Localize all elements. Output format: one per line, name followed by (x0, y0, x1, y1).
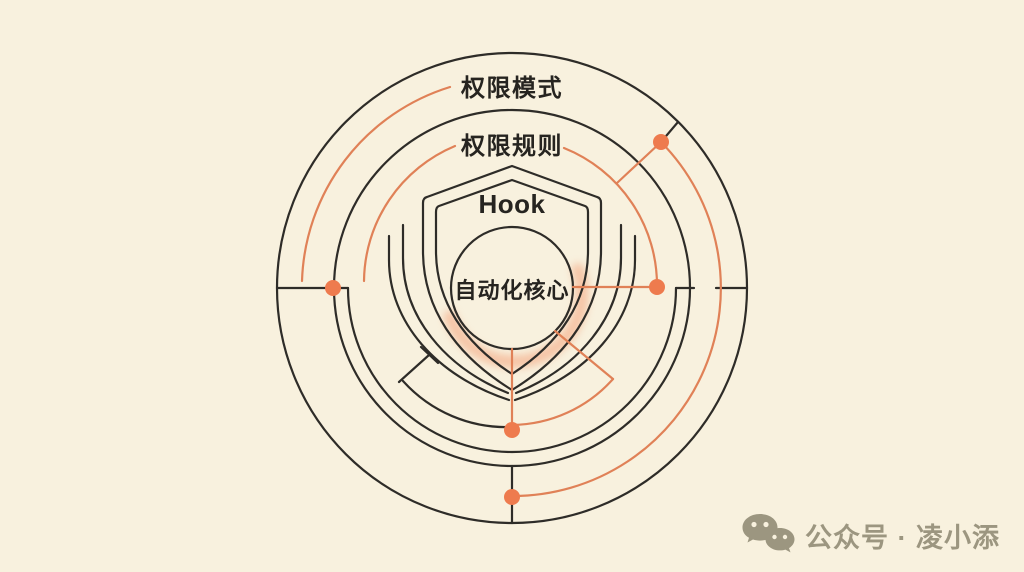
leader-arc-permission-rules-right (562, 146, 659, 289)
fourth-ring-arc (401, 379, 514, 429)
wechat-icon (742, 514, 795, 553)
core-glow (443, 263, 589, 369)
path-node-dot-west (325, 280, 341, 296)
northeast-diagonal (615, 140, 663, 185)
path-node-dot-south-inner (504, 422, 520, 438)
ring-label-permission-mode: 权限模式 (461, 75, 563, 102)
third-ring-arc (346, 286, 678, 454)
southeast-arc (510, 377, 615, 427)
shield-wrap-left-inner (401, 223, 510, 395)
maze-structure (275, 51, 749, 525)
shield-wrap-left-outer (387, 234, 511, 402)
path-node-dot-south-outer (504, 489, 520, 505)
shield-wrap-right-inner (514, 223, 623, 395)
watermark-text: 公众号 · 凌小添 (805, 522, 1000, 553)
east-long-arc (510, 140, 722, 498)
leader-arc-permission-mode (300, 85, 452, 283)
path-node-dot-northeast (653, 134, 669, 150)
path-node-dot-east (649, 279, 665, 295)
path-nodes (325, 134, 669, 505)
ring-label-hook: Hook (478, 189, 546, 219)
shield-wrap-right-outer (513, 234, 637, 402)
core-southeast-diagonal (553, 329, 615, 381)
ring-label-automation-core: 自动化核心 (454, 278, 570, 303)
watermark: 公众号 · 凌小添 (740, 510, 1000, 560)
leader-arc-permission-rules-left (362, 144, 457, 283)
orange-path (300, 85, 722, 498)
southwest-tick-wall (397, 345, 440, 384)
ring-label-permission-rules: 权限规则 (461, 133, 563, 160)
